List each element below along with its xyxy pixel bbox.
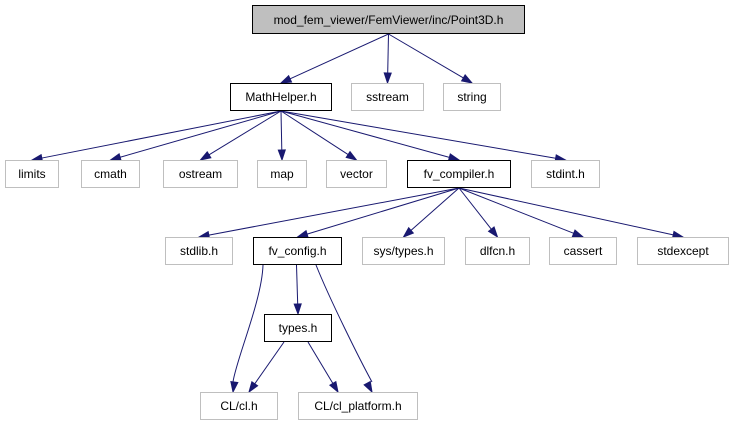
edge-mathhelper-to-vector [280, 110, 349, 155]
edge-root-to-string [388, 33, 464, 79]
node-mathhelper-h[interactable]: MathHelper.h [230, 83, 332, 111]
edge-types-to-cl_platform [307, 341, 334, 384]
arrowhead-mathhelper-to-map [277, 149, 286, 162]
edge-mathhelper-to-stdint [280, 110, 556, 159]
node-cl-cl-platform-h[interactable]: CL/cl_platform.h [298, 392, 418, 420]
edge-root-to-mathhelper [289, 33, 389, 80]
arrowhead-fv_config-to-types [293, 303, 302, 316]
node-cl-cl-h[interactable]: CL/cl.h [200, 392, 278, 420]
node-sys-types-h[interactable]: sys/types.h [362, 237, 445, 265]
node-fv-config-h[interactable]: fv_config.h [253, 237, 342, 265]
edge-fv_config-to-types [296, 264, 299, 305]
node-string[interactable]: string [443, 83, 501, 111]
edge-fv_compiler-to-stdlib [208, 187, 460, 236]
edge-fv_compiler-to-stdexcept [458, 187, 674, 236]
edge-fv_compiler-to-systypes [410, 187, 460, 231]
edge-mathhelper-to-fv_compiler [280, 110, 450, 158]
edge-fv_config-to-cl_platform [315, 264, 373, 383]
arrowhead-types-to-clcl [248, 380, 259, 394]
node-ostream[interactable]: ostream [163, 160, 238, 188]
arrowhead-mathhelper-to-ostream [199, 150, 212, 161]
edge-mathhelper-to-cmath [119, 110, 282, 158]
node-dlfcn-h[interactable]: dlfcn.h [465, 237, 530, 265]
node-stdlib-h[interactable]: stdlib.h [165, 237, 233, 265]
arrowhead-fv_compiler-to-systypes [402, 226, 415, 239]
node-cassert[interactable]: cassert [549, 237, 617, 265]
edge-mathhelper-to-map [280, 110, 283, 151]
node-types-h[interactable]: types.h [264, 314, 332, 342]
edge-mathhelper-to-limits [41, 110, 282, 159]
edge-mathhelper-to-ostream [208, 110, 282, 156]
arrowhead-fv_compiler-to-cassert [571, 229, 585, 238]
node-stdexcept[interactable]: stdexcept [637, 237, 729, 265]
edge-root-to-sstream [387, 33, 389, 74]
arrowhead-types-to-cl_platform [328, 380, 339, 394]
node-cmath[interactable]: cmath [81, 160, 140, 188]
arrowhead-root-to-string [460, 74, 474, 84]
node-point3d-h[interactable]: mod_fem_viewer/FemViewer/inc/Point3D.h [252, 5, 525, 34]
arrowhead-fv_compiler-to-dlfcn [487, 226, 499, 239]
edge-fv_config-to-clcl [232, 264, 264, 383]
edge-fv_compiler-to-fv_config [306, 187, 460, 235]
arrowhead-root-to-mathhelper [279, 74, 293, 84]
node-map[interactable]: map [257, 160, 307, 188]
node-limits[interactable]: limits [5, 160, 59, 188]
arrowhead-root-to-sstream [383, 72, 392, 85]
node-stdint-h[interactable]: stdint.h [531, 160, 600, 188]
node-vector[interactable]: vector [326, 160, 387, 188]
node-sstream[interactable]: sstream [351, 83, 424, 111]
edge-fv_compiler-to-dlfcn [458, 187, 492, 230]
arrowhead-mathhelper-to-vector [345, 150, 358, 161]
edge-types-to-clcl [254, 341, 285, 385]
node-fv-compiler-h[interactable]: fv_compiler.h [407, 160, 511, 188]
arrowhead-fv_config-to-clcl [230, 381, 239, 394]
edge-fv_compiler-to-cassert [458, 187, 574, 234]
arrowhead-fv_config-to-cl_platform [363, 380, 373, 394]
